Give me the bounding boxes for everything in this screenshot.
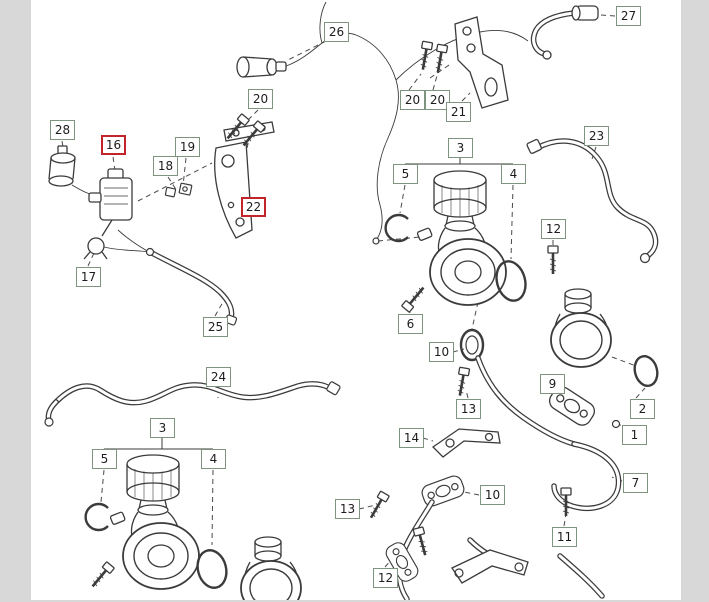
callout-25[interactable]: 25 — [203, 317, 228, 337]
callout-7[interactable]: 7 — [623, 473, 648, 493]
part-1-seal — [611, 419, 621, 429]
callout-6[interactable]: 6 — [398, 314, 423, 334]
callout-10b[interactable]: 10 — [480, 485, 505, 505]
lower-pipe-assembly — [396, 499, 605, 602]
callout-14[interactable]: 14 — [399, 428, 424, 448]
callout-12b[interactable]: 12 — [373, 568, 398, 588]
page-bottom-strip — [0, 600, 709, 602]
part-2-oring — [633, 355, 659, 387]
callout-12a[interactable]: 12 — [541, 219, 566, 239]
callout-11[interactable]: 11 — [552, 527, 577, 547]
callout-19[interactable]: 19 — [175, 137, 200, 157]
callout-10a[interactable]: 10 — [429, 342, 454, 362]
callout-20c[interactable]: 20 — [425, 90, 450, 110]
callout-18[interactable]: 18 — [153, 156, 178, 176]
part-23-pipe — [526, 138, 659, 264]
callout-26[interactable]: 26 — [324, 22, 349, 42]
callout-20b[interactable]: 20 — [400, 90, 425, 110]
callout-20a[interactable]: 20 — [248, 89, 273, 109]
callout-4a[interactable]: 4 — [501, 164, 526, 184]
page-gutter-right — [681, 0, 709, 602]
callout-27[interactable]: 27 — [616, 6, 641, 26]
part-27-valve-pipe — [530, 5, 599, 60]
callout-3a[interactable]: 3 — [448, 138, 473, 158]
callout-5a[interactable]: 5 — [393, 164, 418, 184]
part-17-clamp — [83, 237, 151, 260]
part-24-pipe — [44, 381, 341, 427]
callout-24[interactable]: 24 — [206, 367, 231, 387]
callout-1[interactable]: 1 — [622, 425, 647, 445]
callout-16-highlighted[interactable]: 16 — [101, 135, 126, 155]
part-7-pipe — [551, 441, 622, 511]
callout-28[interactable]: 28 — [50, 120, 75, 140]
callout-13a[interactable]: 13 — [456, 399, 481, 419]
part-10-gasket-pipe — [459, 328, 577, 447]
group-bracket-lines — [104, 158, 513, 450]
callout-9[interactable]: 9 — [540, 374, 565, 394]
part-21-bracket — [454, 16, 509, 109]
part-4-oring-right — [495, 260, 527, 302]
callout-17[interactable]: 17 — [76, 267, 101, 287]
callout-4b[interactable]: 4 — [201, 449, 226, 469]
callout-23[interactable]: 23 — [584, 126, 609, 146]
part-18-19-nuts — [164, 182, 193, 198]
part-16-solenoid-valve — [88, 168, 189, 271]
part-4-oring-left — [196, 549, 228, 589]
part-14-bracket — [431, 428, 501, 458]
page-gutter-left — [0, 0, 31, 602]
callout-13b[interactable]: 13 — [335, 499, 360, 519]
part-26-connector — [236, 32, 357, 78]
callout-2[interactable]: 2 — [630, 399, 655, 419]
callout-3b[interactable]: 3 — [150, 418, 175, 438]
part-28-sensor — [48, 145, 101, 198]
part-25-pipe — [145, 247, 238, 326]
callout-22-highlighted[interactable]: 22 — [241, 197, 266, 217]
callout-21[interactable]: 21 — [446, 102, 471, 122]
callout-5b[interactable]: 5 — [92, 449, 117, 469]
